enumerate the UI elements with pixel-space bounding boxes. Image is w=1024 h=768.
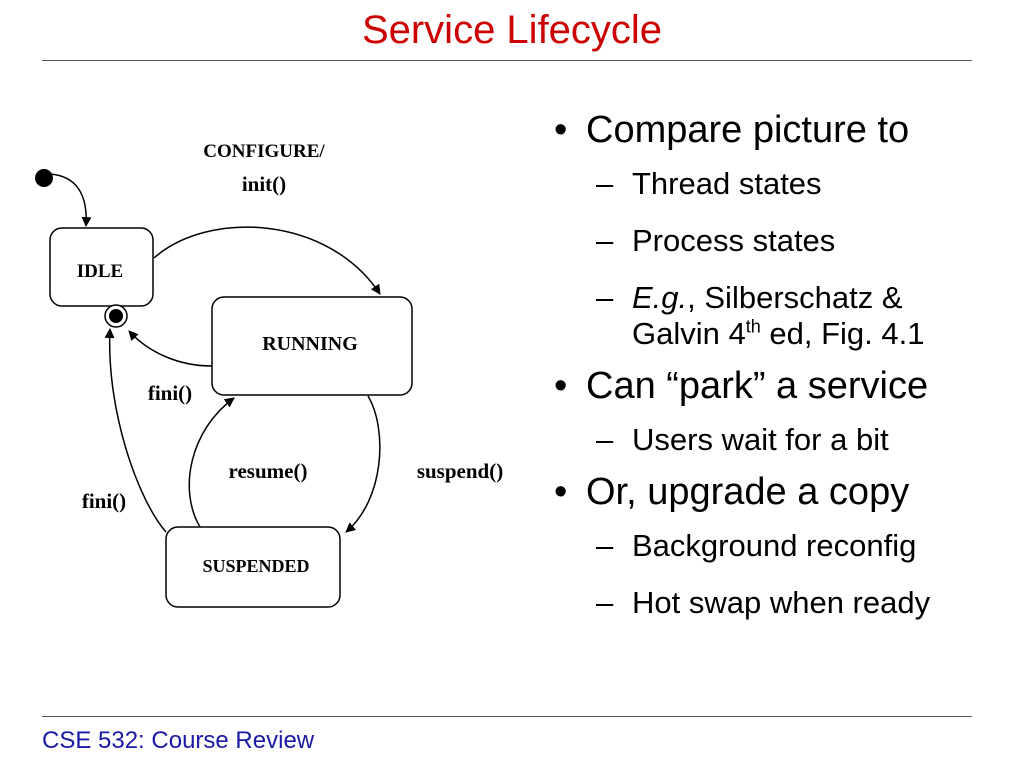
title-divider [42,60,972,61]
footer-divider [42,716,972,717]
resume-transition-arrow [188,397,235,528]
reference-edition: Galvin 4 [632,316,746,351]
bullet-upgrade-text: Or, upgrade a copy [586,471,910,513]
state-idle-label: IDLE [77,261,123,282]
bullet-compare: Compare picture to Thread states Process… [550,108,1020,352]
sub-bullet-thread-states: Thread states [586,166,1020,202]
footer-course-label: CSE 532: Course Review [42,727,315,754]
bullet-upgrade: Or, upgrade a copy Background reconfig H… [550,470,1020,621]
sub-bullet-process-states: Process states [586,223,1020,259]
initial-state-dot [35,169,53,187]
bullet-park: Can “park” a service Users wait for a bi… [550,364,1020,458]
fini-from-suspended-label: fini() [82,489,126,513]
fini-from-running-label: fini() [148,381,192,405]
state-idle-box [49,227,154,307]
state-running-label: RUNNING [262,333,358,355]
sub-list-park: Users wait for a bit [586,422,1020,458]
initial-transition-arrow [49,173,92,227]
final-state-dot [109,309,123,323]
fini-from-suspended-arrow [104,328,167,533]
sub-bullet-background-reconfig: Background reconfig [586,528,1020,564]
suspend-label: suspend() [417,459,503,483]
fini-from-running-arrow [128,330,213,367]
resume-label: resume() [229,459,308,483]
bullet-park-text: Can “park” a service [586,365,929,407]
sub-list-compare: Thread states Process states E.g., Silbe… [586,166,1020,352]
sub-bullet-reference: E.g., Silberschatz &Galvin 4th ed, Fig. … [586,280,1020,352]
reference-figure: ed, Fig. 4.1 [760,316,925,351]
state-suspended-label: SUSPENDED [202,556,309,576]
sub-bullet-hot-swap: Hot swap when ready [586,585,1020,621]
configure-action-label: init() [242,172,286,196]
state-suspended-box [165,526,341,608]
suspend-transition-arrow [345,395,381,533]
slide-title: Service Lifecycle [361,8,663,52]
state-diagram: IDLE RUNNING SUSPENDED CONFIGURE/ init()… [35,141,503,608]
reference-superscript: th [745,316,761,337]
bullet-list: Compare picture to Thread states Process… [550,108,1020,621]
reference-eg: E.g. [632,280,688,315]
sub-bullet-users-wait: Users wait for a bit [586,422,1020,458]
bullet-compare-text: Compare picture to [586,109,910,151]
state-running-box [211,296,413,396]
configure-transition-arrow [153,226,381,295]
sub-list-upgrade: Background reconfig Hot swap when ready [586,528,1020,621]
reference-authors: , Silberschatz & [687,280,903,315]
configure-event-label: CONFIGURE/ [203,141,325,162]
